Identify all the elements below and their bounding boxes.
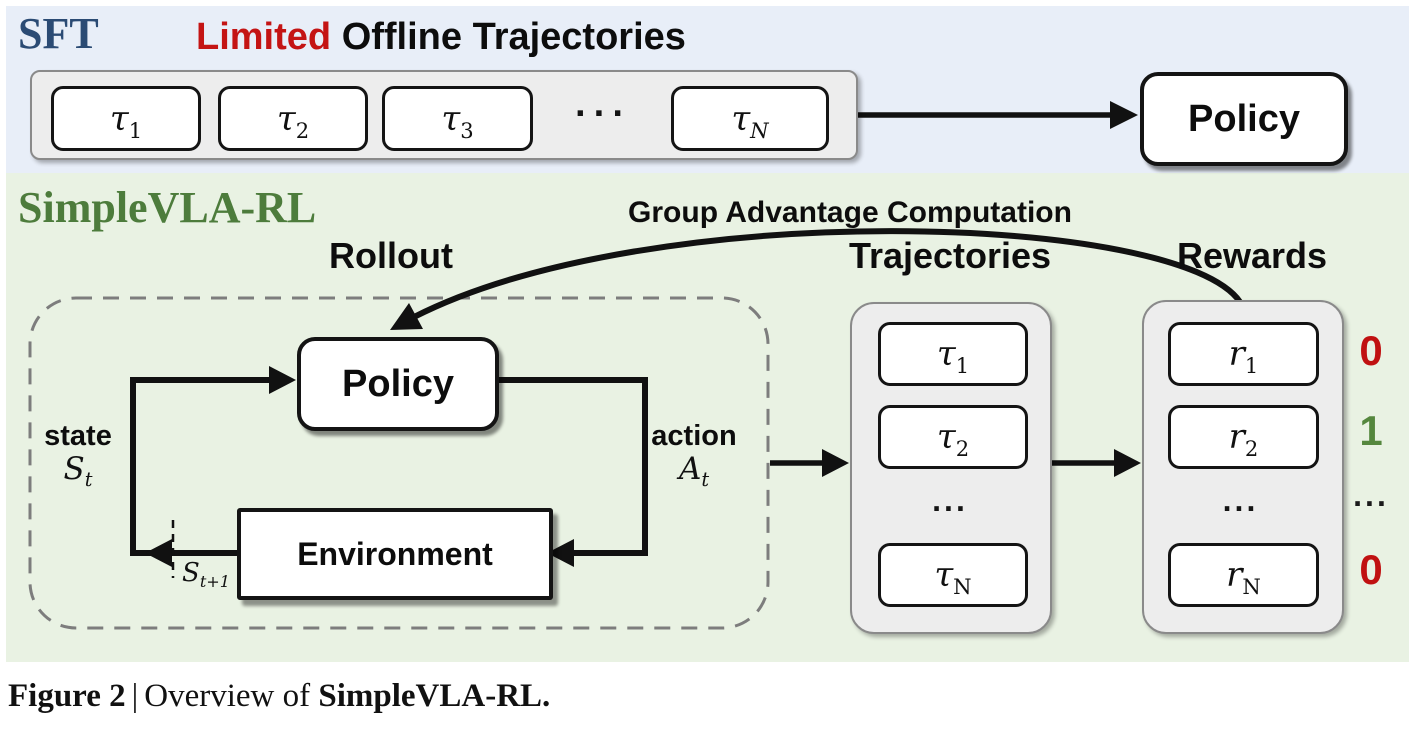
rollout-label: Rollout — [329, 235, 453, 276]
reward-value-1: 0 — [1359, 327, 1383, 374]
caption-separator: | — [131, 678, 139, 714]
tau-subscript: 2 — [295, 117, 310, 143]
tau-subscript: 3 — [460, 117, 474, 143]
tau-subscript: 2 — [955, 435, 970, 461]
reward-n-box: rN — [1168, 543, 1319, 607]
rollout-policy-label: Policy — [342, 362, 454, 405]
r-symbol: r — [1226, 555, 1243, 595]
reward-value-2: 1 — [1359, 407, 1383, 454]
sft-heading-limited: Limited — [196, 16, 332, 58]
next-state-base: S — [182, 558, 200, 588]
action-subscript: t — [701, 468, 710, 492]
tau-symbol: τ — [276, 98, 296, 139]
sft-tau-ellipsis: ··· — [575, 92, 631, 135]
r-subscript: 2 — [1244, 435, 1259, 461]
r-subscript: 1 — [1244, 352, 1259, 378]
sft-heading-rest: Offline Trajectories — [341, 16, 686, 58]
sft-tau-n-box: τN — [671, 86, 829, 151]
next-state-symbol: St+1 — [182, 558, 231, 592]
sft-policy-label: Policy — [1188, 97, 1300, 140]
caption-emphasis: SimpleVLA-RL. — [318, 678, 551, 714]
tau-subscript: 1 — [955, 352, 970, 378]
action-symbol: At — [644, 451, 744, 489]
r-subscript: N — [1242, 573, 1261, 599]
rewards-label: Rewards — [1176, 235, 1328, 276]
trajectories-label: Trajectories — [848, 235, 1052, 276]
tau-symbol: τ — [109, 98, 129, 139]
state-subscript: t — [84, 468, 93, 492]
caption-body: Overview of — [144, 678, 311, 714]
sft-heading: Limited Offline Trajectories — [196, 16, 686, 59]
trajectory-2-box: τ2 — [878, 405, 1028, 469]
rollout-policy-box: Policy — [297, 337, 499, 431]
tau-symbol: τ — [731, 98, 751, 139]
r-symbol: r — [1228, 334, 1245, 374]
tau-symbol: τ — [441, 98, 461, 139]
environment-box: Environment — [237, 508, 553, 600]
reward-value-n: 0 — [1359, 546, 1383, 593]
sft-tau-3-box: τ3 — [382, 86, 533, 151]
r-symbol: r — [1228, 417, 1245, 457]
group-advantage-label: Group Advantage Computation — [628, 196, 1072, 229]
rl-section-title: SimpleVLA-RL — [18, 183, 317, 232]
action-base: A — [678, 451, 702, 487]
state-symbol: St — [36, 451, 120, 489]
tau-symbol: τ — [936, 334, 956, 374]
state-label: state — [44, 419, 112, 452]
trajectories-ellipsis: ... — [932, 481, 968, 518]
environment-label: Environment — [297, 535, 493, 572]
sft-section-title: SFT — [18, 9, 99, 58]
rewards-ellipsis: ... — [1222, 481, 1259, 518]
figure-caption: Figure 2|Overview of SimpleVLA-RL. — [8, 678, 550, 715]
sft-tau-1-box: τ1 — [51, 86, 201, 151]
tau-subscript: 1 — [128, 117, 143, 143]
tau-subscript: N — [750, 117, 769, 143]
trajectory-1-box: τ1 — [878, 322, 1028, 386]
sft-tau-2-box: τ2 — [218, 86, 368, 151]
tau-subscript: N — [953, 573, 972, 599]
reward-2-box: r2 — [1168, 405, 1319, 469]
action-label: action — [651, 419, 737, 452]
reward-value-ellipsis: ... — [1353, 476, 1389, 513]
next-state-subscript: t+1 — [199, 572, 231, 592]
trajectory-n-box: τN — [878, 543, 1028, 607]
reward-1-box: r1 — [1168, 322, 1319, 386]
sft-policy-box: Policy — [1140, 72, 1348, 166]
tau-symbol: τ — [934, 555, 954, 595]
caption-figure-number: Figure 2 — [8, 678, 126, 714]
tau-symbol: τ — [936, 417, 956, 457]
state-base: S — [63, 451, 85, 487]
